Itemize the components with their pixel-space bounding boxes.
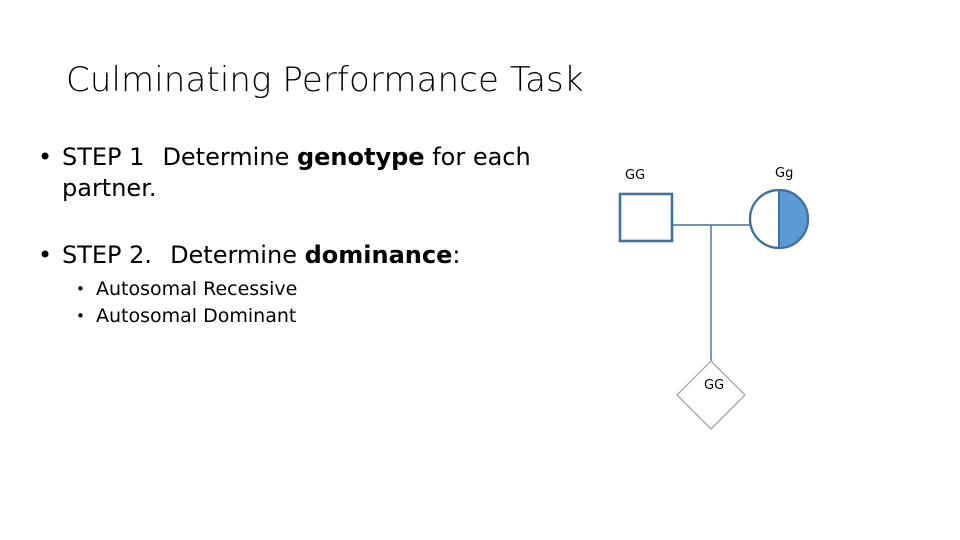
bullet-step-1: • STEP 1 Determine genotype for each partn… bbox=[30, 142, 600, 204]
pedigree-svg bbox=[618, 188, 810, 430]
mother-circle-outline bbox=[748, 188, 810, 250]
step-2-emphasis-dominance: dominance bbox=[304, 241, 453, 270]
bullet-marker: • bbox=[76, 279, 85, 298]
mother-affected-half-fill bbox=[778, 190, 808, 248]
step-2-text-pre: Determine bbox=[170, 241, 305, 270]
step-2-lead: STEP 2. bbox=[62, 241, 153, 270]
step-1-text-post: for each partner. bbox=[62, 143, 531, 203]
step-1-text-pre: Determine bbox=[162, 143, 297, 171]
sub-bullet-label: Autosomal Dominant bbox=[96, 304, 297, 327]
sub-bullet-label: Autosomal Recessive bbox=[96, 277, 298, 300]
bullet-step-2: • STEP 2. Determine dominance: bbox=[30, 240, 600, 271]
sub-bullet-autosomal-recessive: • Autosomal Recessive bbox=[30, 276, 600, 303]
child-diamond-unknown-sex[interactable] bbox=[676, 360, 746, 430]
father-genotype-label: GG bbox=[625, 168, 646, 183]
bullet-marker: • bbox=[38, 241, 53, 270]
bullet-marker: • bbox=[76, 306, 85, 325]
sub-bullet-autosomal-dominant: • Autosomal Dominant bbox=[30, 303, 600, 330]
bullet-marker: • bbox=[38, 143, 53, 171]
pedigree-diagram: GG Gg GG bbox=[600, 150, 850, 440]
step-1-emphasis-genotype: genotype bbox=[296, 143, 425, 171]
body-content: • STEP 1 Determine genotype for each partn… bbox=[30, 142, 600, 330]
mother-genotype-label: Gg bbox=[775, 166, 794, 181]
step-1-lead: STEP 1 bbox=[62, 143, 145, 171]
child-genotype-label: GG bbox=[704, 378, 725, 393]
page-title: Culminating Performance Task bbox=[66, 60, 584, 100]
step-2-text-post: : bbox=[452, 241, 461, 270]
bullet-spacer bbox=[30, 208, 600, 240]
father-square-male[interactable] bbox=[618, 192, 674, 243]
